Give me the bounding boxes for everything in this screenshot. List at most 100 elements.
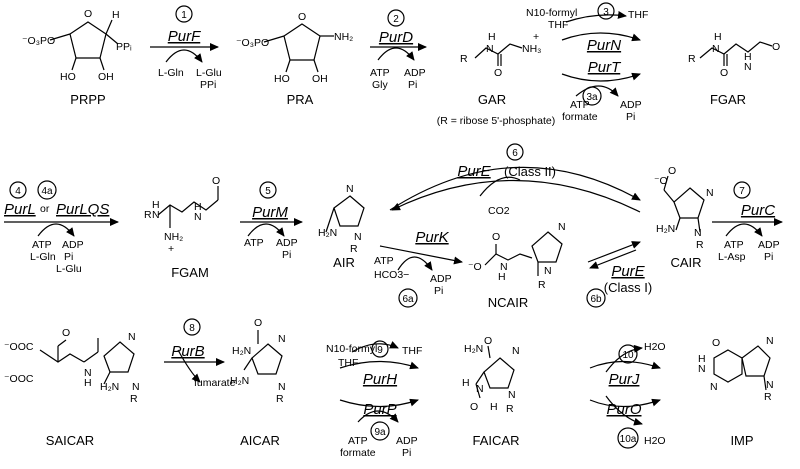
svg-text:R: R	[460, 53, 468, 65]
svg-text:H: H	[194, 201, 202, 213]
step10a-arrow	[589, 398, 661, 408]
step1-number: 1	[181, 10, 187, 21]
step6-arrow	[389, 166, 641, 211]
s4-out-0: ADP	[62, 239, 84, 251]
svg-text:H: H	[112, 9, 120, 21]
svg-text:N: N	[694, 227, 702, 239]
svg-text:N: N	[346, 183, 354, 195]
step3-arrow	[561, 32, 641, 42]
svg-text:R: R	[688, 53, 696, 65]
fgar-structure	[699, 41, 773, 66]
s4-in-0: ATP	[32, 239, 52, 251]
svg-text:H₂N: H₂N	[318, 227, 337, 239]
s3a-in-0: ATP	[570, 99, 590, 111]
step8-number: 8	[189, 323, 195, 334]
s1-out-1: PPi	[200, 79, 216, 91]
svg-text:O: O	[62, 327, 70, 339]
compound-cair: CAIR	[670, 255, 701, 270]
s2-out-1: Pi	[408, 79, 417, 91]
svg-text:O: O	[494, 67, 502, 79]
s9a-in-0: ATP	[348, 435, 368, 447]
svg-text:NH₂: NH₂	[164, 231, 183, 243]
s9-out-0: THF	[402, 345, 422, 357]
step3a-arrow	[561, 72, 641, 82]
svg-text:H₂N: H₂N	[464, 343, 483, 355]
s1-out-0: L-Glu	[196, 67, 222, 79]
svg-text:⁻OOC: ⁻OOC	[4, 341, 34, 353]
svg-text:R: R	[538, 279, 546, 291]
s10a-out-0: H2O	[644, 435, 666, 447]
step6b-arrow	[587, 241, 641, 263]
enzyme-puro: PurO	[606, 401, 641, 418]
s5-in-0: ATP	[244, 237, 264, 249]
s9-in-0: N10-formyl	[326, 343, 377, 355]
svg-text:H: H	[462, 377, 470, 389]
aicar-structure	[243, 330, 283, 375]
s9a-out-0: ADP	[396, 435, 418, 447]
step9a-arrow	[339, 398, 419, 408]
compound-aicar: AICAR	[240, 433, 280, 448]
s4-out-1: Pi	[64, 251, 73, 263]
svg-text:O: O	[492, 231, 500, 243]
svg-text:R: R	[276, 393, 284, 405]
ncair-structure	[484, 231, 563, 276]
prpp-structure	[49, 19, 119, 71]
svg-text:⁻O: ⁻O	[468, 261, 482, 273]
faicar-structure	[475, 345, 515, 399]
svg-text:N: N	[84, 367, 92, 379]
compound-imp: IMP	[730, 433, 753, 448]
s3a-out-0: ADP	[620, 99, 642, 111]
svg-text:N: N	[476, 383, 484, 395]
svg-text:NH₃: NH₃	[522, 43, 541, 55]
fgam-structure	[157, 186, 219, 228]
s3a-in-1: formate	[562, 111, 598, 123]
compound-ncair: NCAIR	[488, 295, 528, 310]
svg-text:PPᵢ: PPᵢ	[116, 41, 132, 53]
svg-text:N: N	[744, 61, 752, 73]
svg-text:N: N	[278, 381, 286, 393]
enzyme-purp: PurP	[363, 401, 396, 418]
s3-in-1: THF	[548, 19, 568, 31]
s1-in-0: L-Gln	[158, 67, 184, 79]
svg-text:N: N	[706, 187, 714, 199]
svg-text:N: N	[486, 43, 494, 55]
svg-text:N: N	[512, 345, 520, 357]
air-structure	[325, 195, 365, 233]
svg-text:⁻O: ⁻O	[654, 175, 668, 187]
svg-text:O: O	[668, 165, 676, 177]
svg-text:R: R	[764, 391, 772, 403]
class1-label: (Class I)	[604, 280, 652, 295]
co2-label: CO2	[488, 205, 510, 217]
s2-in-0: ATP	[370, 67, 390, 79]
enzyme-purl: PurL	[4, 201, 36, 218]
s5-out-0: ADP	[276, 237, 298, 249]
svg-text:+: +	[168, 243, 174, 255]
cair-structure	[663, 175, 705, 233]
s6a-out-1: Pi	[434, 285, 443, 297]
svg-text:O: O	[484, 335, 492, 347]
compound-pra: PRA	[287, 92, 314, 107]
enzyme-purt: PurT	[588, 59, 622, 76]
enzyme-purd: PurD	[379, 29, 413, 46]
svg-text:N: N	[508, 389, 516, 401]
svg-text:R: R	[130, 393, 138, 405]
svg-text:OH: OH	[98, 71, 114, 83]
svg-text:N: N	[354, 231, 362, 243]
svg-text:⁻O₃PO: ⁻O₃PO	[236, 37, 269, 49]
step-circles	[9, 2, 751, 449]
svg-text:O: O	[772, 41, 780, 53]
class2-label: (Class II)	[504, 164, 556, 179]
enzyme-purm: PurM	[252, 204, 288, 221]
svg-text:⁻O₃PO: ⁻O₃PO	[22, 35, 55, 47]
svg-text:N: N	[128, 331, 136, 343]
svg-text:N: N	[558, 221, 566, 233]
step5-number: 5	[265, 186, 271, 197]
enzyme-or: or	[40, 203, 50, 215]
svg-text:N: N	[698, 363, 706, 375]
svg-text:N: N	[712, 43, 720, 55]
svg-text:R: R	[696, 239, 704, 251]
s2-in-1: Gly	[372, 79, 389, 91]
enzyme-purn: PurN	[587, 37, 621, 54]
step9-number: 9	[377, 345, 383, 356]
s8-out-0: fumarate	[194, 377, 236, 389]
